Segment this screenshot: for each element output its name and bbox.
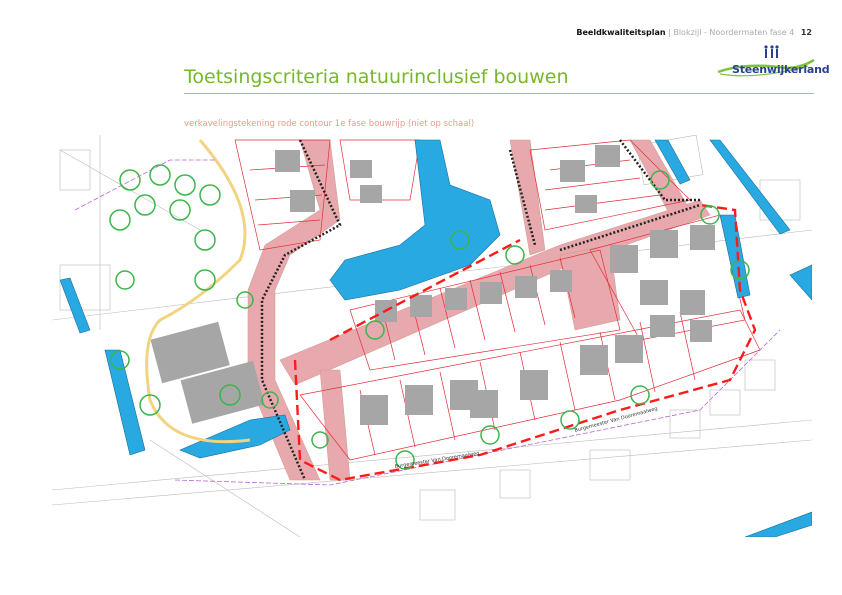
- logo-text: Steenwijkerland: [732, 63, 830, 76]
- page-number: 12: [800, 28, 812, 37]
- footpath: [145, 139, 251, 444]
- running-header: Beeldkwaliteitsplan | Blokzijl - Noorder…: [576, 28, 812, 37]
- water: [59, 139, 812, 537]
- trees: [109, 164, 750, 470]
- header-separator: |: [668, 28, 671, 37]
- page-title: Toetsingscriteria natuurinclusief bouwen: [184, 66, 569, 88]
- site-plan-map: Burgemeester Van Dooremaalweg Burgemeest…: [52, 135, 812, 537]
- dotted-paths: [260, 139, 701, 481]
- steenwijkerland-logo-icon: [717, 45, 815, 77]
- title-divider: [184, 93, 814, 94]
- cadastral-lines: [52, 135, 812, 537]
- figure-caption: verkavelingstekening rode contour 1e fas…: [184, 119, 475, 129]
- document-title: Beeldkwaliteitsplan: [576, 28, 666, 37]
- red-contour: [293, 203, 757, 482]
- project-name: Blokzijl - Noordermaten fase 4: [673, 28, 795, 37]
- plan-boundary: [74, 159, 781, 486]
